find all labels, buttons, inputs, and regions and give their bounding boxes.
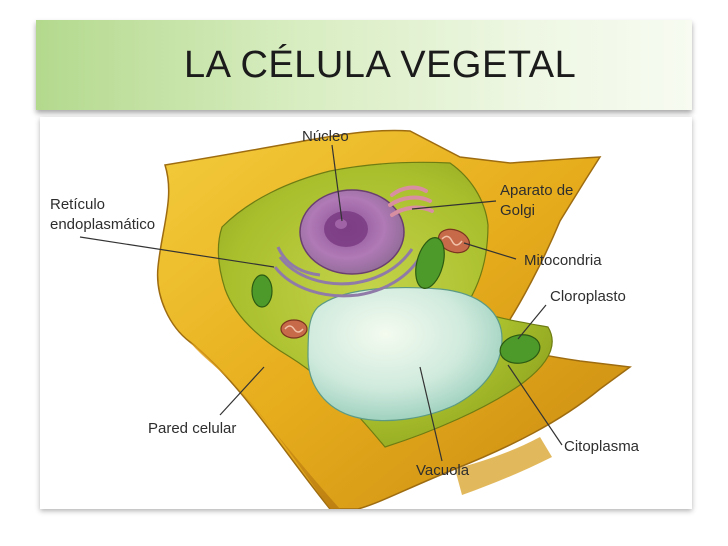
label-cloroplasto: Cloroplasto [550,288,626,305]
label-mitocondria: Mitocondria [524,252,602,269]
diagram-frame: Núcleo Retículo endoplasmático Aparato d… [40,117,692,509]
leader-golgi [411,200,497,210]
leader-cloroplasto [517,304,547,340]
label-golgi-line2: Golgi [500,202,535,219]
title-bar: LA CÉLULA VEGETAL [36,20,692,110]
slide-title: LA CÉLULA VEGETAL [184,43,577,86]
vacuole [307,286,503,422]
golgi-apparatus [388,185,434,217]
plant-cell-diagram: Núcleo Retículo endoplasmático Aparato d… [50,128,640,509]
label-citoplasma: Citoplasma [564,438,640,455]
endoplasmic-reticulum [273,246,422,298]
label-nucleo: Núcleo [302,128,349,145]
label-vacuola: Vacuola [416,462,470,479]
chloroplasts [251,237,541,364]
leader-lines [79,144,563,462]
leader-pared [219,366,265,416]
nucleus [299,189,405,275]
leader-nucleo [331,144,343,222]
mitochondria [280,228,471,339]
leader-reticulo [79,236,275,268]
leader-mitocondria [463,242,517,260]
label-pared-celular: Pared celular [148,420,236,437]
label-golgi-line1: Aparato de [500,182,573,199]
leader-vacuola [419,366,443,462]
label-reticulo-line1: Retículo [50,196,105,213]
leader-citoplasma [507,364,563,446]
label-reticulo-line2: endoplasmático [50,216,155,233]
